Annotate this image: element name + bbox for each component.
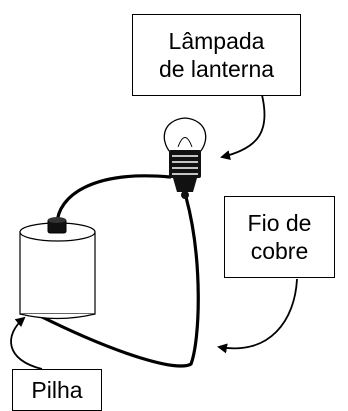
wire-left	[55, 174, 172, 226]
label-arrows	[10, 94, 298, 370]
lamp-label-line-1: Lâmpada	[168, 27, 265, 54]
wire-label: Fio de cobre	[224, 196, 335, 278]
lamp-label-line-2: de lanterna	[158, 56, 275, 82]
wire-right	[34, 195, 200, 368]
battery-arrow	[10, 316, 43, 370]
battery-label-text: Pilha	[31, 376, 83, 403]
lamp-arrow	[220, 94, 266, 161]
wire-label-line-1: Fio de	[247, 209, 312, 236]
copper-wire	[34, 174, 200, 368]
wire-label-line-2: cobre	[250, 238, 309, 264]
wire-arrow	[217, 278, 298, 354]
lamp-label: Lâmpada de lanterna	[132, 14, 301, 96]
battery-label: Pilha	[12, 369, 102, 411]
battery-icon	[19, 217, 96, 320]
lamp-icon	[163, 117, 207, 199]
